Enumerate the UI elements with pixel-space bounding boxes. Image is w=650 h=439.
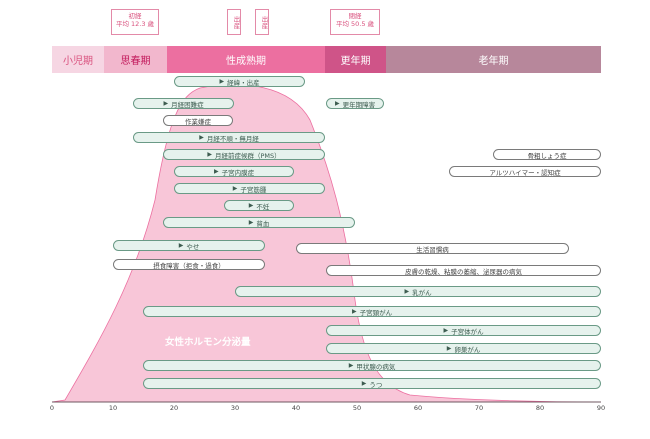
bar-irregular-menstruation: ▶月経不順・無月経 (133, 132, 325, 143)
triangle-icon: ▶ (163, 100, 169, 107)
bar-label: 子宮筋腫 (240, 185, 267, 194)
axis-tick: 40 (291, 404, 301, 412)
bar-label: 子宮頸がん (359, 308, 393, 317)
childbirth-callout-1: 出産 (227, 9, 241, 35)
bar-aversion: 作業嫌症 (163, 115, 233, 126)
axis-tick: 60 (413, 404, 423, 412)
bar-label: 卵巣がん (454, 345, 481, 354)
bar-osteoporosis: 骨粗しょう症 (493, 149, 601, 160)
bar-thyroid-disease: ▶甲状腺の病気 (143, 360, 601, 371)
stage-senescence: 老年期 (386, 46, 601, 73)
triangle-icon: ▶ (446, 345, 452, 352)
triangle-icon: ▶ (348, 362, 354, 369)
bar-depression: ▶うつ (143, 378, 601, 389)
bar-label: 経緯・出産 (227, 78, 260, 87)
childbirth-callout-2: 出産 (255, 9, 269, 35)
triangle-icon: ▶ (443, 327, 449, 334)
bar-alzheimers: アルツハイマー・認知症 (449, 166, 601, 177)
bar-dysmenorrhea: ▶月経困難症 (133, 98, 234, 109)
axis-tick: 70 (474, 404, 484, 412)
triangle-icon: ▶ (248, 202, 254, 209)
bar-label: 月経困難症 (171, 100, 204, 109)
bar-menopausal-disorder: ▶更年期障害 (326, 98, 384, 109)
bar-ovarian-cancer: ▶卵巣がん (326, 343, 601, 354)
stage-menopause: 更年期 (325, 46, 386, 73)
triangle-icon: ▶ (213, 168, 219, 175)
bar-label: 月経不順・無月経 (206, 134, 259, 143)
bar-label: 乳がん (412, 288, 432, 297)
stage-reproductive: 性成熟期 (167, 46, 325, 73)
axis-tick: 30 (230, 404, 240, 412)
bar-label: 甲状腺の病気 (356, 362, 396, 371)
bar-label: 摂食障害（拒食・過食） (153, 261, 225, 270)
bar-endometriosis: ▶子宮内膜症 (174, 166, 294, 177)
triangle-icon: ▶ (404, 288, 410, 295)
bar-label: 不妊 (256, 202, 270, 211)
triangle-icon: ▶ (199, 134, 204, 141)
axis-tick: 0 (49, 404, 55, 412)
bar-label: 皮膚の乾燥、粘膜の萎縮、泌尿器の病気 (405, 267, 522, 276)
bar-label: 月経前症候群（PMS） (214, 151, 281, 160)
triangle-icon: ▶ (334, 100, 340, 107)
triangle-icon: ▶ (248, 219, 254, 226)
bar-eating-disorder: 摂食障害（拒食・過食） (113, 259, 265, 270)
triangle-icon: ▶ (178, 242, 184, 249)
bar-cervical-cancer: ▶子宮頸がん (143, 306, 601, 317)
axis-tick: 50 (352, 404, 362, 412)
axis-tick: 10 (108, 404, 118, 412)
bar-infertility: ▶不妊 (224, 200, 294, 211)
bar-label: 子宮体がん (451, 327, 484, 336)
triangle-icon: ▶ (351, 308, 357, 315)
axis-tick: 20 (169, 404, 179, 412)
bar-label: 子宮内膜症 (221, 168, 255, 177)
bar-pregnancy-childbirth: ▶経緯・出産 (174, 76, 305, 87)
bar-label: アルツハイマー・認知症 (489, 168, 561, 177)
axis-tick: 90 (596, 404, 606, 412)
bar-uterine-fibroids: ▶子宮筋腫 (174, 183, 325, 194)
bar-label: やせ (186, 242, 200, 251)
bar-label: 作業嫌症 (185, 117, 211, 126)
hormone-secretion-label: 女性ホルモン分泌量 (165, 337, 251, 348)
menarche-callout: 初経 平均 12.3 歳 (111, 9, 159, 35)
bar-label: 更年期障害 (342, 100, 376, 109)
triangle-icon: ▶ (219, 78, 225, 85)
axis-tick: 80 (535, 404, 545, 412)
stage-puberty: 思春期 (104, 46, 167, 73)
stage-childhood: 小児期 (52, 46, 104, 73)
bar-breast-cancer: ▶乳がん (235, 286, 601, 297)
menopause-callout: 閉経 平均 50.5 歳 (330, 9, 380, 35)
bar-uterine-cancer: ▶子宮体がん (326, 325, 601, 336)
bar-anemia: ▶貧血 (163, 217, 355, 228)
bar-label: うつ (369, 380, 383, 389)
bar-pms: ▶月経前症候群（PMS） (163, 149, 325, 160)
triangle-icon: ▶ (361, 380, 367, 387)
triangle-icon: ▶ (207, 151, 212, 158)
triangle-icon: ▶ (232, 185, 238, 192)
bar-lifestyle-disease: 生活習慣病 (296, 243, 569, 254)
bar-thinness: ▶やせ (113, 240, 265, 251)
bar-label: 骨粗しょう症 (527, 151, 567, 160)
bar-atrophy: 皮膚の乾燥、粘膜の萎縮、泌尿器の病気 (326, 265, 601, 276)
bar-label: 貧血 (256, 219, 270, 228)
bar-label: 生活習慣病 (416, 245, 449, 254)
